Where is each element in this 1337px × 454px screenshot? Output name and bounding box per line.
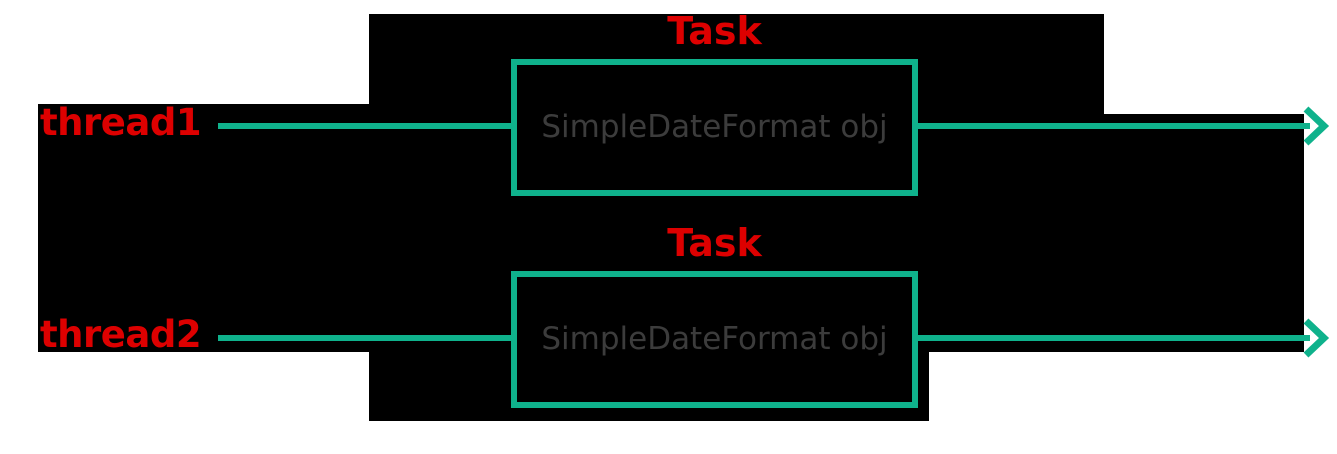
lane-label-thread2: thread2 — [40, 313, 202, 356]
task-box-1-text: SimpleDateFormat obj — [541, 109, 888, 145]
flowline-in-thread2 — [218, 335, 514, 341]
task-label-1: Task — [667, 9, 762, 53]
flowline-out-thread1 — [918, 123, 1310, 129]
task-label-2: Task — [667, 221, 762, 265]
lane-label-thread1: thread1 — [40, 101, 202, 144]
task-box-1: SimpleDateFormat obj — [511, 59, 918, 196]
arrow-right-icon-2 — [1303, 318, 1330, 358]
task-box-2: SimpleDateFormat obj — [511, 271, 918, 408]
flowline-out-thread2 — [918, 335, 1310, 341]
arrow-right-icon-1 — [1303, 106, 1330, 146]
task-box-2-text: SimpleDateFormat obj — [541, 321, 888, 357]
flowline-in-thread1 — [218, 123, 514, 129]
